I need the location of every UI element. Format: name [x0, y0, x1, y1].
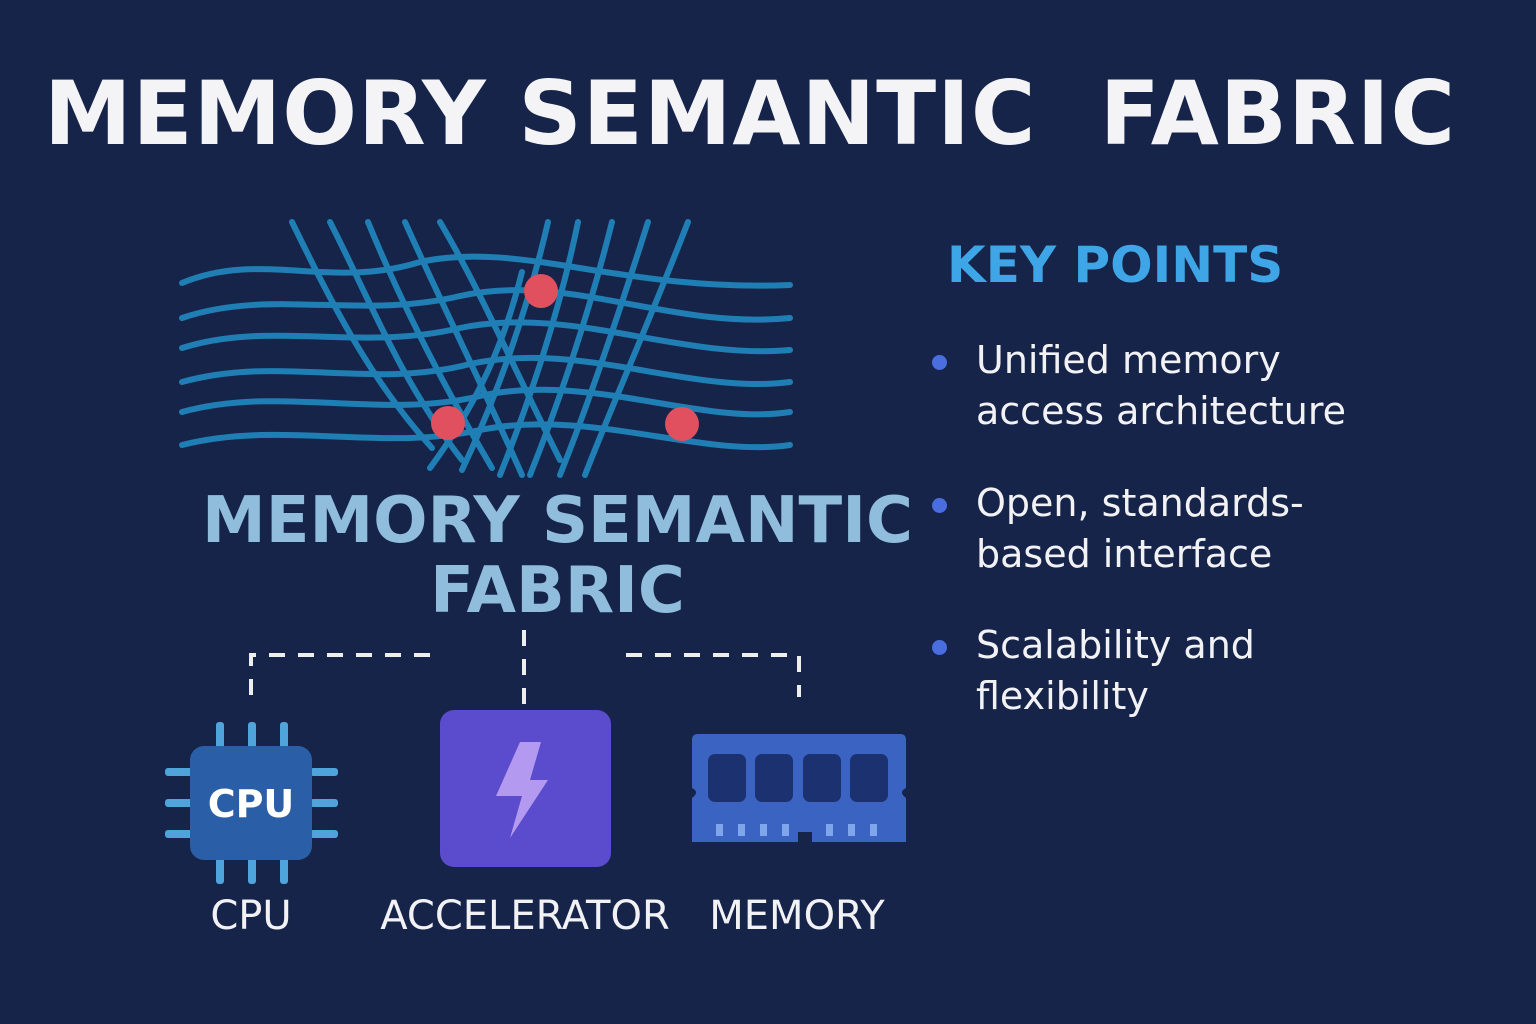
key-point-line: Scalability and	[976, 623, 1255, 667]
fabric-label-line1: MEMORY SEMANTIC	[202, 484, 913, 558]
key-point-line: Open, standards-	[976, 481, 1304, 525]
fabric-label-line2: FABRIC	[430, 554, 685, 628]
key-point-item: Scalability and flexibility	[976, 620, 1446, 722]
key-point-line: Unified memory	[976, 338, 1281, 382]
key-points-heading: KEY POINTS	[947, 236, 1284, 294]
accelerator-label: ACCELERATOR	[380, 893, 670, 939]
fabric-mesh	[179, 219, 793, 478]
memory-label: MEMORY	[709, 893, 885, 939]
accelerator-icon	[440, 710, 611, 867]
key-point-line: flexibility	[976, 674, 1149, 718]
bullet-icon	[932, 498, 947, 513]
page-title: MEMORY SEMANTIC FABRIC	[43, 62, 1457, 165]
connector-lines	[249, 630, 801, 710]
cpu-label: CPU	[210, 893, 292, 939]
fabric-nodes	[431, 274, 699, 441]
cpu-chip-icon: CPU	[165, 722, 338, 884]
connector-memory	[626, 653, 801, 697]
lightning-bolt-icon	[496, 742, 548, 838]
bullet-icon	[932, 355, 947, 370]
fabric-node	[431, 406, 465, 440]
cpu-chip-text: CPU	[208, 782, 295, 826]
fabric-node	[524, 274, 558, 308]
memory-module-icon	[692, 734, 906, 842]
fabric-node	[665, 407, 699, 441]
connector-cpu	[249, 653, 430, 697]
bullet-icon	[932, 640, 947, 655]
key-point-item: Open, standards- based interface	[976, 478, 1446, 580]
key-point-line: access architecture	[976, 389, 1347, 433]
key-point-line: based interface	[976, 532, 1273, 576]
fabric-diagonal-threads	[289, 219, 691, 478]
key-point-item: Unified memory access architecture	[976, 335, 1446, 437]
